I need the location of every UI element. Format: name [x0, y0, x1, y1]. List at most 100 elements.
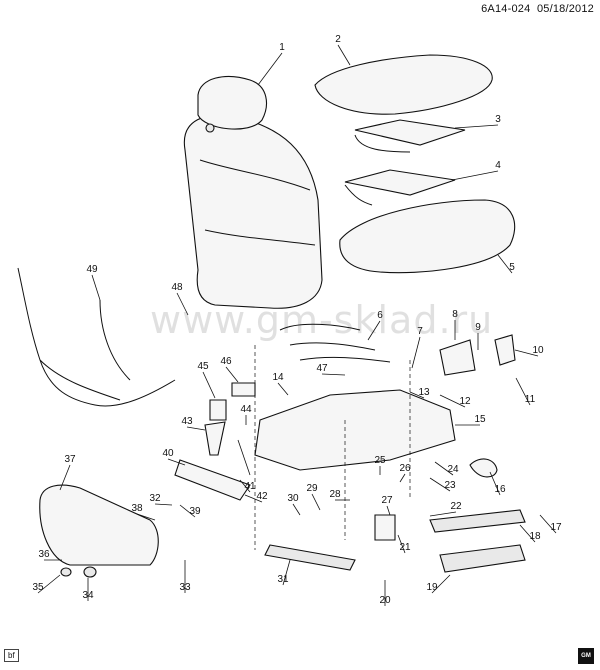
callout-15: 15	[474, 414, 486, 425]
callout-48: 48	[171, 282, 183, 293]
leader-line-39	[179, 504, 196, 518]
callout-39: 39	[189, 506, 201, 517]
leader-line-29	[311, 493, 321, 511]
leader-line-42	[244, 494, 263, 503]
leader-line-46	[225, 366, 239, 383]
leader-line-47	[321, 373, 346, 376]
callout-43: 43	[181, 416, 193, 427]
leader-line-18	[519, 524, 536, 543]
seat-rail-right	[429, 509, 526, 533]
leader-line-6	[367, 320, 381, 341]
cushion-pad	[339, 199, 516, 274]
callout-16: 16	[494, 484, 506, 495]
callout-2: 2	[335, 34, 341, 45]
leader-line-40	[167, 458, 186, 466]
callout-5: 5	[509, 262, 515, 273]
callout-26: 26	[399, 463, 411, 474]
callout-7: 7	[417, 326, 423, 337]
callout-23: 23	[444, 480, 456, 491]
footer-tag: bf	[4, 649, 19, 662]
heater-pad-lower	[344, 169, 456, 196]
gm-logo: GM	[578, 648, 594, 664]
motor-27	[374, 514, 396, 541]
callout-38: 38	[131, 503, 143, 514]
callout-3: 3	[495, 114, 501, 125]
leader-line-31	[282, 559, 291, 586]
callout-19: 19	[426, 582, 438, 593]
rail-cover	[439, 544, 526, 573]
leader-line-35	[37, 574, 61, 594]
leader-line-23	[429, 477, 451, 492]
callout-44: 44	[240, 404, 252, 415]
leader-line-1	[257, 52, 283, 86]
cushion-cover	[314, 54, 493, 115]
leader-line-49	[91, 274, 101, 301]
seat-back	[183, 76, 323, 309]
callout-33: 33	[179, 582, 191, 593]
callout-10: 10	[532, 345, 544, 356]
callout-35: 35	[32, 582, 44, 593]
callout-31: 31	[277, 574, 289, 585]
belt-buckle	[494, 334, 516, 366]
heater-pad-upper	[354, 119, 466, 146]
leader-line-11	[515, 377, 531, 406]
side-shield	[39, 484, 159, 566]
leader-line-3	[454, 124, 499, 129]
leader-line-26	[399, 473, 406, 483]
leader-line-21	[397, 534, 406, 554]
leader-line-13	[409, 391, 425, 399]
callout-8: 8	[452, 309, 458, 320]
leader-line-12	[439, 394, 466, 408]
knob	[60, 567, 72, 577]
callout-28: 28	[329, 489, 341, 500]
switch-45	[209, 399, 227, 421]
callout-17: 17	[550, 522, 562, 533]
leader-line-30	[292, 503, 301, 516]
callout-18: 18	[529, 531, 541, 542]
seat-frame	[254, 389, 456, 471]
leader-line-24	[434, 461, 454, 476]
callout-11: 11	[525, 394, 536, 405]
callout-6: 6	[377, 310, 383, 321]
callout-49: 49	[86, 264, 98, 275]
switch-46	[231, 382, 256, 397]
leader-line-22	[429, 511, 457, 517]
callout-34: 34	[82, 590, 94, 601]
leader-line-38	[136, 513, 156, 521]
callout-30: 30	[287, 493, 299, 504]
leader-line-2	[337, 44, 351, 66]
diagram-header: 6A14-024 05/18/2012	[481, 3, 594, 15]
callout-9: 9	[475, 322, 481, 333]
callout-32: 32	[149, 493, 161, 504]
callout-22: 22	[450, 501, 462, 512]
callout-29: 29	[306, 483, 318, 494]
leader-line-45	[202, 371, 216, 399]
leader-line-4	[451, 170, 499, 181]
callout-21: 21	[399, 542, 411, 553]
callout-41: 41	[244, 481, 256, 492]
callout-42: 42	[256, 491, 268, 502]
diagram-code: 6A14-024	[481, 3, 531, 15]
callout-24: 24	[447, 464, 459, 475]
bracket-8	[439, 339, 476, 376]
leader-line-19	[431, 574, 451, 594]
leader-line-17	[539, 514, 557, 534]
handle-43	[204, 421, 226, 456]
seat-rail-left	[264, 544, 356, 571]
callout-45: 45	[197, 361, 209, 372]
wire-harness	[17, 267, 176, 407]
leader-line-7	[411, 336, 421, 369]
callout-14: 14	[272, 372, 284, 383]
callout-37: 37	[64, 454, 76, 465]
cap	[83, 566, 97, 578]
trim-panel	[174, 459, 251, 501]
leader-line-5	[497, 254, 513, 274]
leader-line-27	[386, 505, 391, 516]
watermark: www.gm-sklad.ru	[150, 298, 494, 342]
leader-line-32	[154, 503, 173, 506]
callout-12: 12	[459, 396, 471, 407]
leader-line-10	[514, 349, 539, 357]
leader-line-16	[489, 471, 501, 496]
callout-27: 27	[381, 495, 393, 506]
